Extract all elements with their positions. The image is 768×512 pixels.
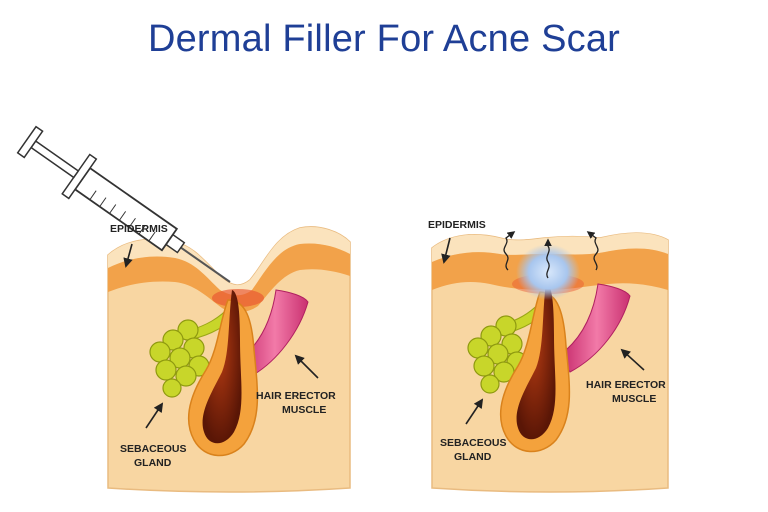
panel-before: EPIDERMIS HAIR ERECTOR MUSCLE SEBACEOUS … (16, 125, 351, 493)
arrow-sebaceous (465, 398, 484, 425)
arrow-hair-erector (294, 354, 319, 379)
hair-shaft (516, 282, 556, 440)
label-sebaceous-1: SEBACEOUS (440, 437, 507, 449)
label-hair-erector-1: HAIR ERECTOR (586, 379, 666, 391)
arrow-sebaceous (145, 402, 164, 429)
label-epidermis: EPIDERMIS (110, 223, 168, 235)
label-hair-erector-2: MUSCLE (282, 404, 326, 416)
page-title: Dermal Filler For Acne Scar (147, 18, 621, 60)
label-hair-erector-2: MUSCLE (612, 393, 656, 405)
panel-after: EPIDERMIS HAIR ERECTOR MUSCLE SEBACEOUS … (428, 219, 669, 493)
syringe-icon (16, 125, 231, 283)
lift-arrow-left (503, 231, 516, 271)
label-sebaceous-2: GLAND (134, 457, 172, 469)
epidermis-layer (108, 243, 350, 313)
sebaceous-gland (467, 315, 528, 394)
arrow-epidermis (123, 243, 133, 268)
label-epidermis: EPIDERMIS (428, 219, 486, 231)
lift-arrow-center (544, 238, 552, 279)
scar-redness (212, 289, 264, 307)
sebaceous-gland (149, 319, 210, 398)
lift-arrow-right (586, 231, 599, 271)
hair-erector-muscle (563, 283, 631, 373)
arrow-hair-erector (620, 348, 645, 371)
lift-arrows (503, 231, 599, 279)
arrow-epidermis (441, 237, 451, 264)
label-sebaceous-2: GLAND (454, 451, 492, 463)
hair-shaft (202, 290, 242, 444)
label-hair-erector-1: HAIR ERECTOR (256, 390, 336, 402)
label-sebaceous-1: SEBACEOUS (120, 443, 187, 455)
